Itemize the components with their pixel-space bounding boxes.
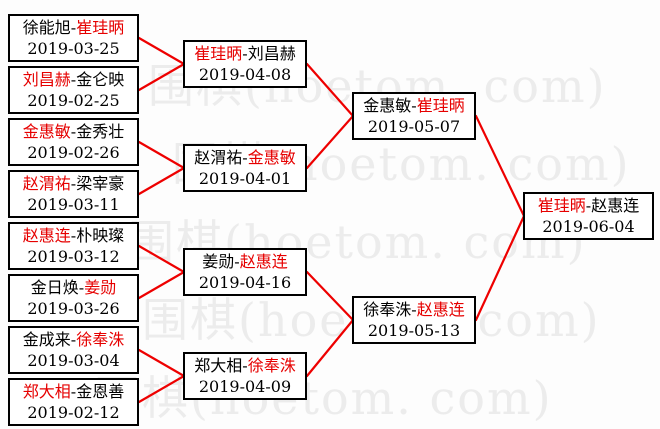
match-date: 2019-04-08 bbox=[198, 65, 292, 84]
match-date: 2019-03-26 bbox=[27, 299, 120, 318]
player2: 姜勋 bbox=[84, 278, 117, 297]
player2: 赵惠连 bbox=[591, 196, 640, 215]
match-box-round2-4: 郑大相-徐奉洙 2019-04-09 bbox=[183, 352, 307, 400]
match-players: 姜勋-赵惠连 bbox=[202, 251, 287, 272]
player1: 金日焕 bbox=[30, 278, 79, 297]
player1: 金惠敏 bbox=[22, 122, 71, 141]
match-box-round1-2: 刘昌赫-金仑映 2019-02-25 bbox=[8, 66, 139, 114]
match-date: 2019-04-09 bbox=[198, 377, 292, 396]
separator: - bbox=[70, 18, 77, 37]
player1: 金成来 bbox=[22, 330, 71, 349]
separator: - bbox=[70, 70, 77, 89]
match-date: 2019-03-04 bbox=[27, 351, 120, 370]
player2: 金仑映 bbox=[76, 70, 125, 89]
player1: 金惠敏 bbox=[363, 96, 412, 115]
match-date: 2019-04-01 bbox=[198, 169, 292, 188]
player2: 刘昌赫 bbox=[247, 44, 296, 63]
match-date: 2019-02-25 bbox=[27, 91, 120, 110]
match-players: 金日焕-姜勋 bbox=[31, 277, 116, 298]
player1: 郑大相 bbox=[22, 382, 71, 401]
player2: 崔珪昞 bbox=[416, 96, 465, 115]
match-date: 2019-04-16 bbox=[198, 273, 292, 292]
match-date: 2019-06-04 bbox=[542, 217, 635, 236]
match-players: 崔珪昞-刘昌赫 bbox=[194, 43, 295, 64]
match-box-round1-7: 金成来-徐奉洙 2019-03-04 bbox=[8, 326, 139, 374]
player2: 赵惠连 bbox=[239, 252, 288, 271]
player2: 朴映璨 bbox=[76, 226, 125, 245]
player2: 徐奉洙 bbox=[76, 330, 125, 349]
player2: 徐奉洙 bbox=[247, 356, 296, 375]
separator: - bbox=[70, 174, 77, 193]
player1: 赵渭祐 bbox=[22, 174, 71, 193]
match-date: 2019-02-12 bbox=[27, 403, 120, 422]
match-players: 郑大相-徐奉洙 bbox=[194, 355, 295, 376]
separator: - bbox=[70, 226, 77, 245]
match-box-semifinal-1: 金惠敏-崔珪昞 2019-05-07 bbox=[352, 92, 476, 140]
separator: - bbox=[78, 278, 85, 297]
match-players: 赵惠连-朴映璨 bbox=[23, 225, 124, 246]
match-players: 赵渭祐-金惠敏 bbox=[194, 147, 295, 168]
match-date: 2019-05-07 bbox=[367, 117, 461, 136]
player2: 金秀壮 bbox=[76, 122, 125, 141]
match-date: 2019-03-11 bbox=[27, 195, 120, 214]
match-box-round1-3: 金惠敏-金秀壮 2019-02-26 bbox=[8, 118, 139, 166]
match-box-round2-2: 赵渭祐-金惠敏 2019-04-01 bbox=[183, 144, 307, 192]
match-players: 赵渭祐-梁宰豪 bbox=[23, 173, 124, 194]
watermark-text: 围棋(hoetom. com) bbox=[94, 371, 553, 425]
player2: 梁宰豪 bbox=[76, 174, 125, 193]
player2: 金惠敏 bbox=[247, 148, 296, 167]
match-date: 2019-03-25 bbox=[27, 39, 120, 58]
separator: - bbox=[411, 300, 417, 319]
match-date: 2019-03-12 bbox=[27, 247, 120, 266]
separator: - bbox=[242, 356, 248, 375]
match-players: 崔珪昞-赵惠连 bbox=[538, 195, 639, 216]
player1: 崔珪昞 bbox=[194, 44, 243, 63]
match-box-round1-6: 金日焕-姜勋 2019-03-26 bbox=[8, 274, 139, 322]
player1: 徐能旭 bbox=[22, 18, 71, 37]
match-box-round1-4: 赵渭祐-梁宰豪 2019-03-11 bbox=[8, 170, 139, 218]
separator: - bbox=[585, 196, 592, 215]
separator: - bbox=[70, 122, 77, 141]
separator: - bbox=[70, 330, 77, 349]
separator: - bbox=[70, 382, 77, 401]
separator: - bbox=[242, 44, 248, 63]
player1: 刘昌赫 bbox=[22, 70, 71, 89]
match-box-semifinal-2: 徐奉洙-赵惠连 2019-05-13 bbox=[352, 296, 476, 344]
player2: 赵惠连 bbox=[416, 300, 465, 319]
match-players: 徐奉洙-赵惠连 bbox=[363, 299, 464, 320]
player2: 金恩善 bbox=[76, 382, 125, 401]
match-box-round2-3: 姜勋-赵惠连 2019-04-16 bbox=[183, 248, 307, 296]
separator: - bbox=[242, 148, 248, 167]
match-box-round1-5: 赵惠连-朴映璨 2019-03-12 bbox=[8, 222, 139, 270]
match-date: 2019-05-13 bbox=[367, 321, 461, 340]
separator: - bbox=[411, 96, 417, 115]
match-date: 2019-02-26 bbox=[27, 143, 120, 162]
match-box-round1-8: 郑大相-金恩善 2019-02-12 bbox=[8, 378, 139, 426]
match-players: 金成来-徐奉洙 bbox=[23, 329, 124, 350]
player1: 赵渭祐 bbox=[194, 148, 243, 167]
match-players: 郑大相-金恩善 bbox=[23, 381, 124, 402]
match-players: 金惠敏-崔珪昞 bbox=[363, 95, 464, 116]
player1: 赵惠连 bbox=[22, 226, 71, 245]
match-box-final: 崔珪昞-赵惠连 2019-06-04 bbox=[523, 192, 654, 240]
player1: 姜勋 bbox=[202, 252, 235, 271]
player1: 郑大相 bbox=[194, 356, 243, 375]
match-box-round2-1: 崔珪昞-刘昌赫 2019-04-08 bbox=[183, 40, 307, 88]
match-players: 刘昌赫-金仑映 bbox=[23, 69, 124, 90]
player1: 崔珪昞 bbox=[537, 196, 586, 215]
match-players: 徐能旭-崔珪昞 bbox=[23, 17, 124, 38]
separator: - bbox=[234, 252, 240, 271]
match-players: 金惠敏-金秀壮 bbox=[23, 121, 124, 142]
player2: 崔珪昞 bbox=[76, 18, 125, 37]
match-box-round1-1: 徐能旭-崔珪昞 2019-03-25 bbox=[8, 14, 139, 62]
player1: 徐奉洙 bbox=[363, 300, 412, 319]
